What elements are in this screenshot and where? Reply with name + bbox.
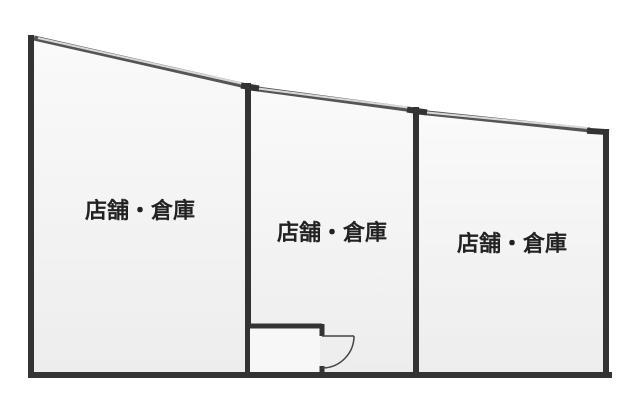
closet (248, 323, 325, 375)
window-left (33, 35, 247, 89)
room-label-middle: 店舗・倉庫 (277, 220, 387, 246)
door-swing (321, 335, 355, 369)
room-label-right: 店舗・倉庫 (457, 231, 567, 257)
room-floor-left (34, 38, 246, 372)
room-floor-middle (250, 88, 414, 372)
window-right (417, 109, 591, 133)
room-floor-right (418, 112, 606, 372)
window-middle (249, 85, 415, 113)
room-label-left: 店舗・倉庫 (85, 198, 195, 224)
